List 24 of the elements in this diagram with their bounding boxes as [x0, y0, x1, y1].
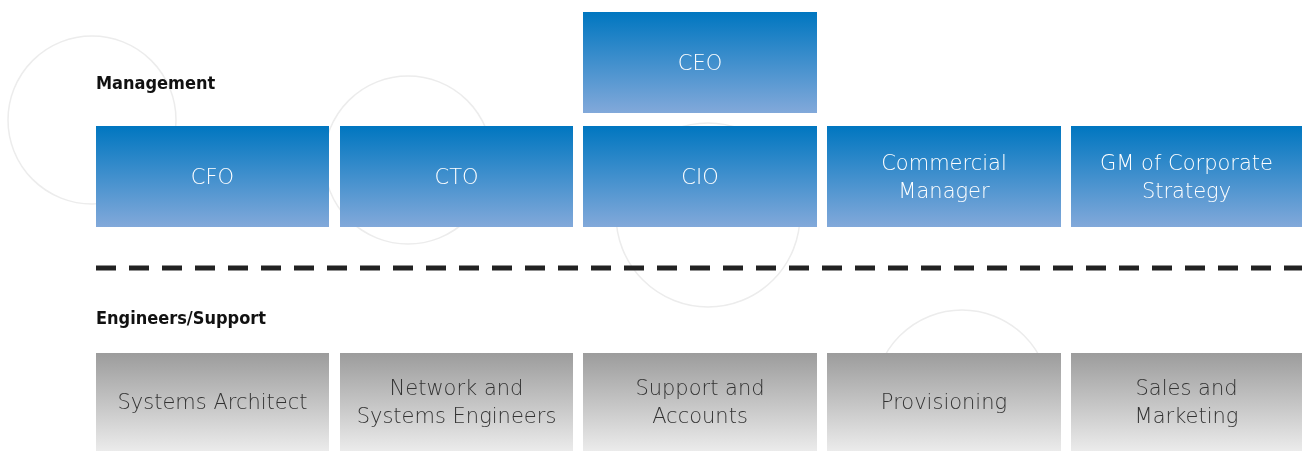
- team-box: [96, 353, 329, 451]
- role-title: Sales and Marketing: [1133, 375, 1240, 430]
- role-title: Support and Accounts: [634, 375, 766, 430]
- role-box: [827, 126, 1061, 227]
- role-title: CFO: [190, 163, 235, 191]
- role-box: [583, 12, 817, 113]
- role-title: CTO: [434, 163, 479, 191]
- team-box: [583, 353, 817, 451]
- section-heading: Engineers/Support: [96, 307, 267, 328]
- team-box: [827, 353, 1061, 451]
- role-title: Provisioning: [880, 389, 1008, 416]
- role-title: Commercial Manager: [880, 149, 1008, 205]
- team-box: [340, 353, 573, 451]
- role-title: CEO: [677, 49, 723, 77]
- role-box: [583, 126, 817, 227]
- role-title: Systems Architect: [117, 389, 308, 416]
- section-heading: Management: [96, 72, 216, 93]
- team-box: [1071, 353, 1302, 451]
- role-title: GM of Corporate Strategy: [1099, 149, 1274, 205]
- role-box: [96, 126, 329, 227]
- role-box: [1071, 126, 1302, 227]
- role-title: CIO: [681, 163, 719, 191]
- role-title: Network and Systems Engineers: [355, 375, 558, 430]
- role-box: [340, 126, 573, 227]
